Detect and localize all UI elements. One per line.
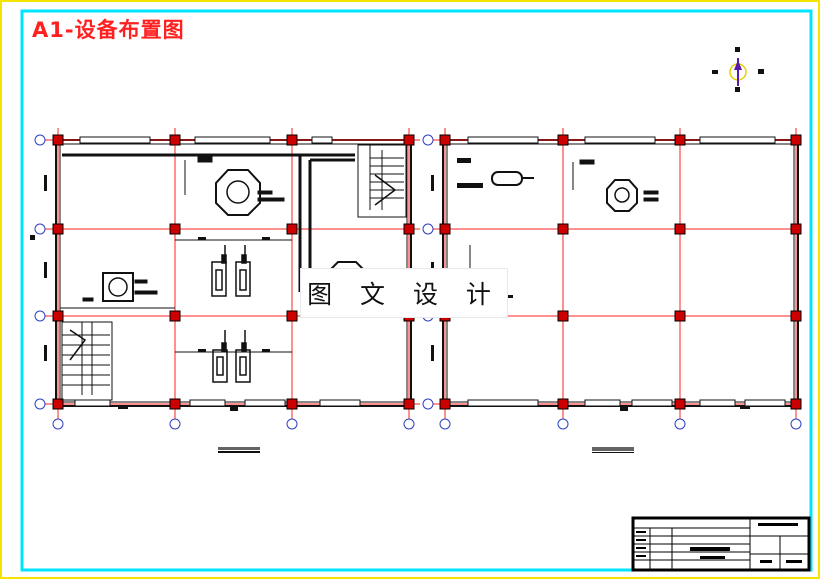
drawing-title: A1-设备布置图 xyxy=(32,18,185,42)
horizontal-vessel-icon xyxy=(457,158,534,188)
equipment-pair-upper-icon xyxy=(211,245,251,297)
equipment-pair-lower-icon xyxy=(212,330,251,383)
octagon-tank-icon xyxy=(184,156,285,216)
title-block[interactable] xyxy=(631,516,811,572)
left-floor-plan[interactable] xyxy=(30,128,420,453)
north-arrow-icon xyxy=(712,47,764,92)
watermark-label: 图 文 设 计 xyxy=(300,268,508,318)
cyan-sheet-border xyxy=(20,9,813,572)
stair-lower-left xyxy=(61,321,113,401)
stair-upper-right xyxy=(357,144,407,218)
octagon-tank-right-icon xyxy=(572,159,659,212)
square-tank-icon xyxy=(82,272,158,302)
